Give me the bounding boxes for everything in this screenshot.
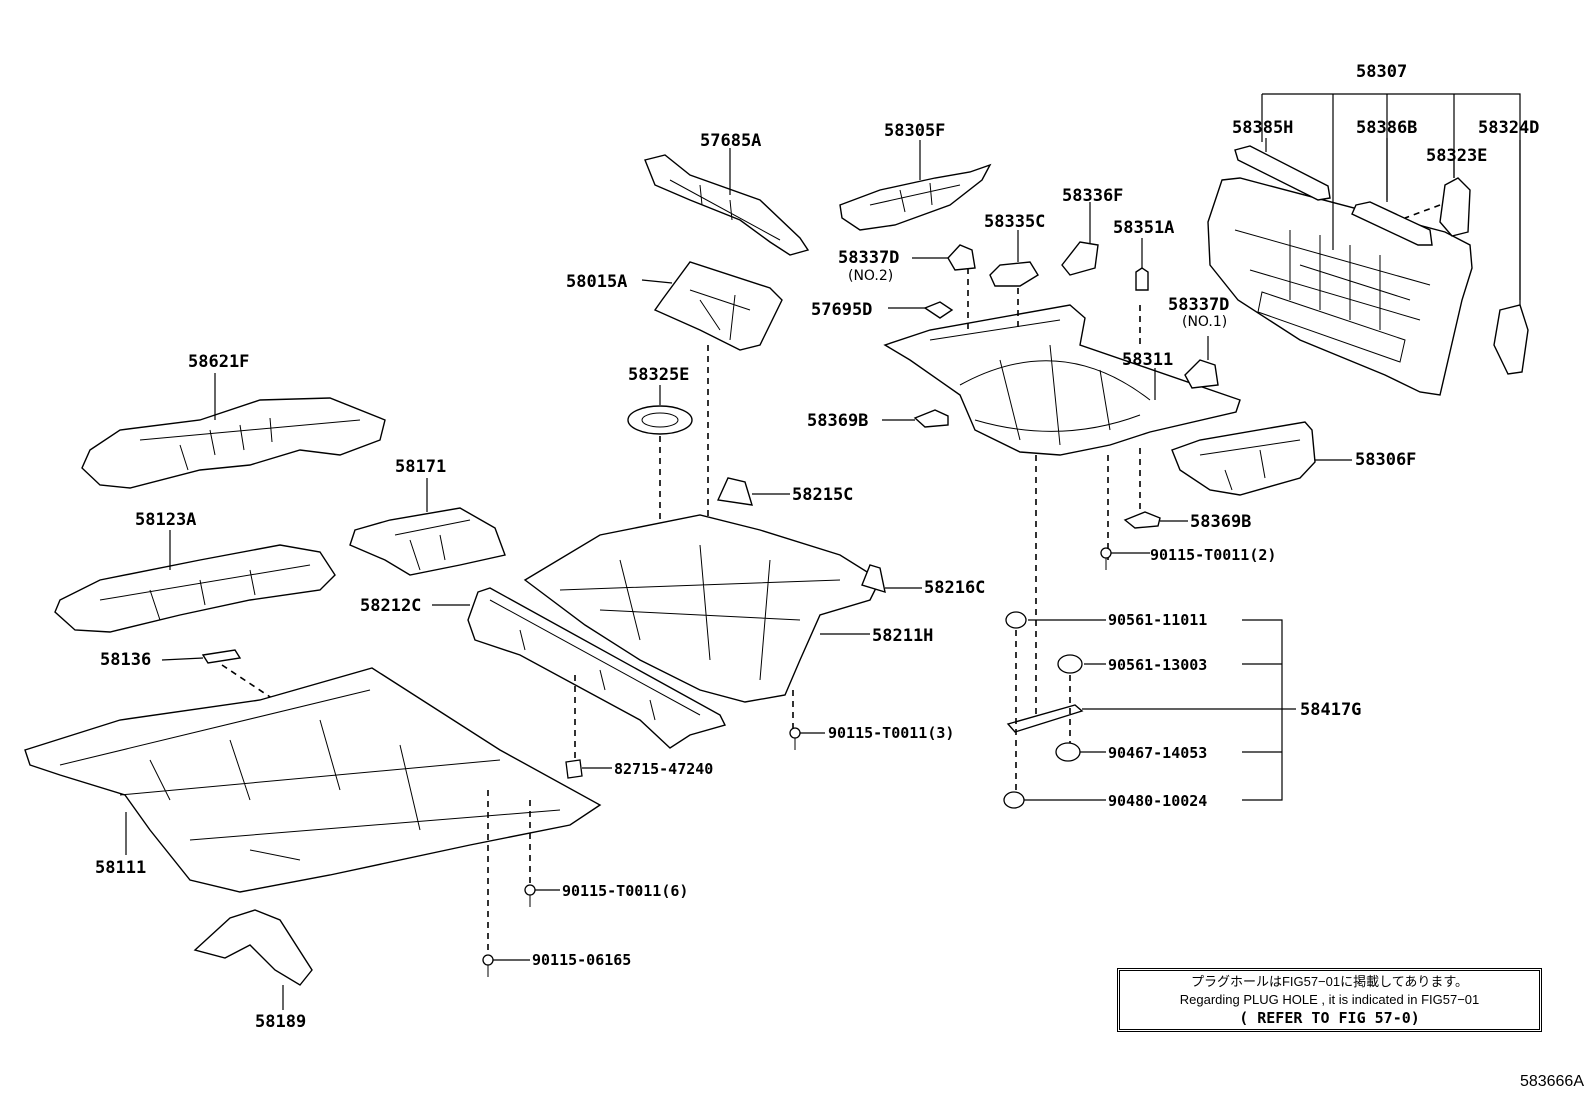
part-58136 xyxy=(201,649,242,664)
part-58324D xyxy=(1493,304,1529,375)
part-58305F xyxy=(839,163,992,231)
part-58212C xyxy=(467,587,727,749)
part-58385H xyxy=(1234,145,1331,201)
part-90480-10024 xyxy=(1003,791,1025,809)
part-58216C xyxy=(861,564,886,594)
part-58417G-bar xyxy=(1006,704,1084,733)
label-58324D: 58324D xyxy=(1478,118,1540,138)
label-58337D-no2: 58337D xyxy=(838,248,900,268)
part-58171 xyxy=(349,507,506,576)
part-58015A xyxy=(653,261,783,351)
part-58111 xyxy=(24,667,602,893)
label-58123A: 58123A xyxy=(135,510,197,530)
label-58336F: 58336F xyxy=(1062,186,1124,206)
label-58305F: 58305F xyxy=(884,121,946,141)
part-58325E xyxy=(627,405,693,435)
label-58136: 58136 xyxy=(100,650,152,670)
part-58337D-no2 xyxy=(947,244,976,271)
label-58189: 58189 xyxy=(255,1012,307,1032)
part-58351A xyxy=(1135,267,1149,291)
label-58171: 58171 xyxy=(395,457,447,477)
label-58216C: 58216C xyxy=(924,578,986,598)
part-58335C xyxy=(989,261,1039,287)
label-58417G: 58417G xyxy=(1300,700,1362,720)
label-58212C: 58212C xyxy=(360,596,422,616)
rear-panel-58307 xyxy=(1207,177,1473,396)
label-58385H: 58385H xyxy=(1232,118,1294,138)
figure-code: 583666A xyxy=(1519,1073,1584,1090)
part-58621F xyxy=(81,397,386,489)
part-58369B-a xyxy=(913,409,949,428)
bolt-90115-T0011-3 xyxy=(789,727,801,750)
part-58323E xyxy=(1439,177,1471,237)
label-58311: 58311 xyxy=(1122,350,1174,370)
label-90115-T0011-6: 90115-T0011(6) xyxy=(562,882,689,900)
part-58123A xyxy=(54,544,336,633)
part-58211H xyxy=(523,514,881,703)
part-90561-13003 xyxy=(1057,654,1083,674)
label-58111: 58111 xyxy=(95,858,147,878)
label-58211H: 58211H xyxy=(872,626,934,646)
label-90115-T0011-3: 90115-T0011(3) xyxy=(828,724,955,742)
label-57695D: 57695D xyxy=(811,300,873,320)
note-refer-link[interactable]: ( REFER TO FIG 57-0) xyxy=(1239,1009,1420,1027)
label-58337D-no1-sub: (NO.1) xyxy=(1182,314,1228,330)
label-58621F: 58621F xyxy=(188,352,250,372)
label-57685A: 57685A xyxy=(700,131,762,151)
label-58323E: 58323E xyxy=(1426,146,1488,166)
bolt-90115-06165 xyxy=(482,954,494,977)
part-58311 xyxy=(883,304,1241,456)
note-english: Regarding PLUG HOLE , it is indicated in… xyxy=(1179,992,1480,1007)
label-58369B-b: 58369B xyxy=(1190,512,1252,532)
part-58386B xyxy=(1351,201,1433,246)
label-82715-47240: 82715-47240 xyxy=(614,760,714,778)
note-japanese: プラグホールはFIG57−01に掲載してあります。 xyxy=(1190,974,1469,989)
label-90115-T0011-2: 90115-T0011(2) xyxy=(1150,546,1277,564)
part-58336F xyxy=(1061,241,1099,276)
label-90480-10024: 90480-10024 xyxy=(1108,792,1208,810)
plug-hole-note: プラグホールはFIG57−01に掲載してあります。 Regarding PLUG… xyxy=(1117,968,1542,1032)
part-58189 xyxy=(193,909,313,986)
part-58337D-no1 xyxy=(1184,359,1219,389)
part-57695D xyxy=(923,301,954,319)
label-58306F: 58306F xyxy=(1355,450,1417,470)
label-90561-13003: 90561-13003 xyxy=(1108,656,1208,674)
part-57685A xyxy=(644,154,810,256)
part-90467-14053 xyxy=(1055,742,1081,762)
label-58307: 58307 xyxy=(1356,62,1408,82)
part-58215C xyxy=(716,477,753,506)
label-90561-11011: 90561-11011 xyxy=(1108,611,1208,629)
part-58306F xyxy=(1171,421,1316,496)
label-58215C: 58215C xyxy=(792,485,854,505)
label-90467-14053: 90467-14053 xyxy=(1108,744,1208,762)
label-58386B: 58386B xyxy=(1356,118,1418,138)
label-58369B-a: 58369B xyxy=(807,411,869,431)
part-58369B-b xyxy=(1123,511,1161,529)
label-58337D-no2-sub: (NO.2) xyxy=(848,268,894,284)
label-58335C: 58335C xyxy=(984,212,1046,232)
bolt-90115-T0011-2 xyxy=(1100,547,1112,570)
label-58325E: 58325E xyxy=(628,365,690,385)
label-90115-06165: 90115-06165 xyxy=(532,951,632,969)
label-58351A: 58351A xyxy=(1113,218,1175,238)
label-58015A: 58015A xyxy=(566,272,628,292)
part-90561-11011 xyxy=(1005,611,1027,629)
bolt-82715-47240 xyxy=(565,759,583,779)
bolt-90115-T0011-6 xyxy=(524,884,536,907)
label-58337D-no1: 58337D xyxy=(1168,295,1230,315)
